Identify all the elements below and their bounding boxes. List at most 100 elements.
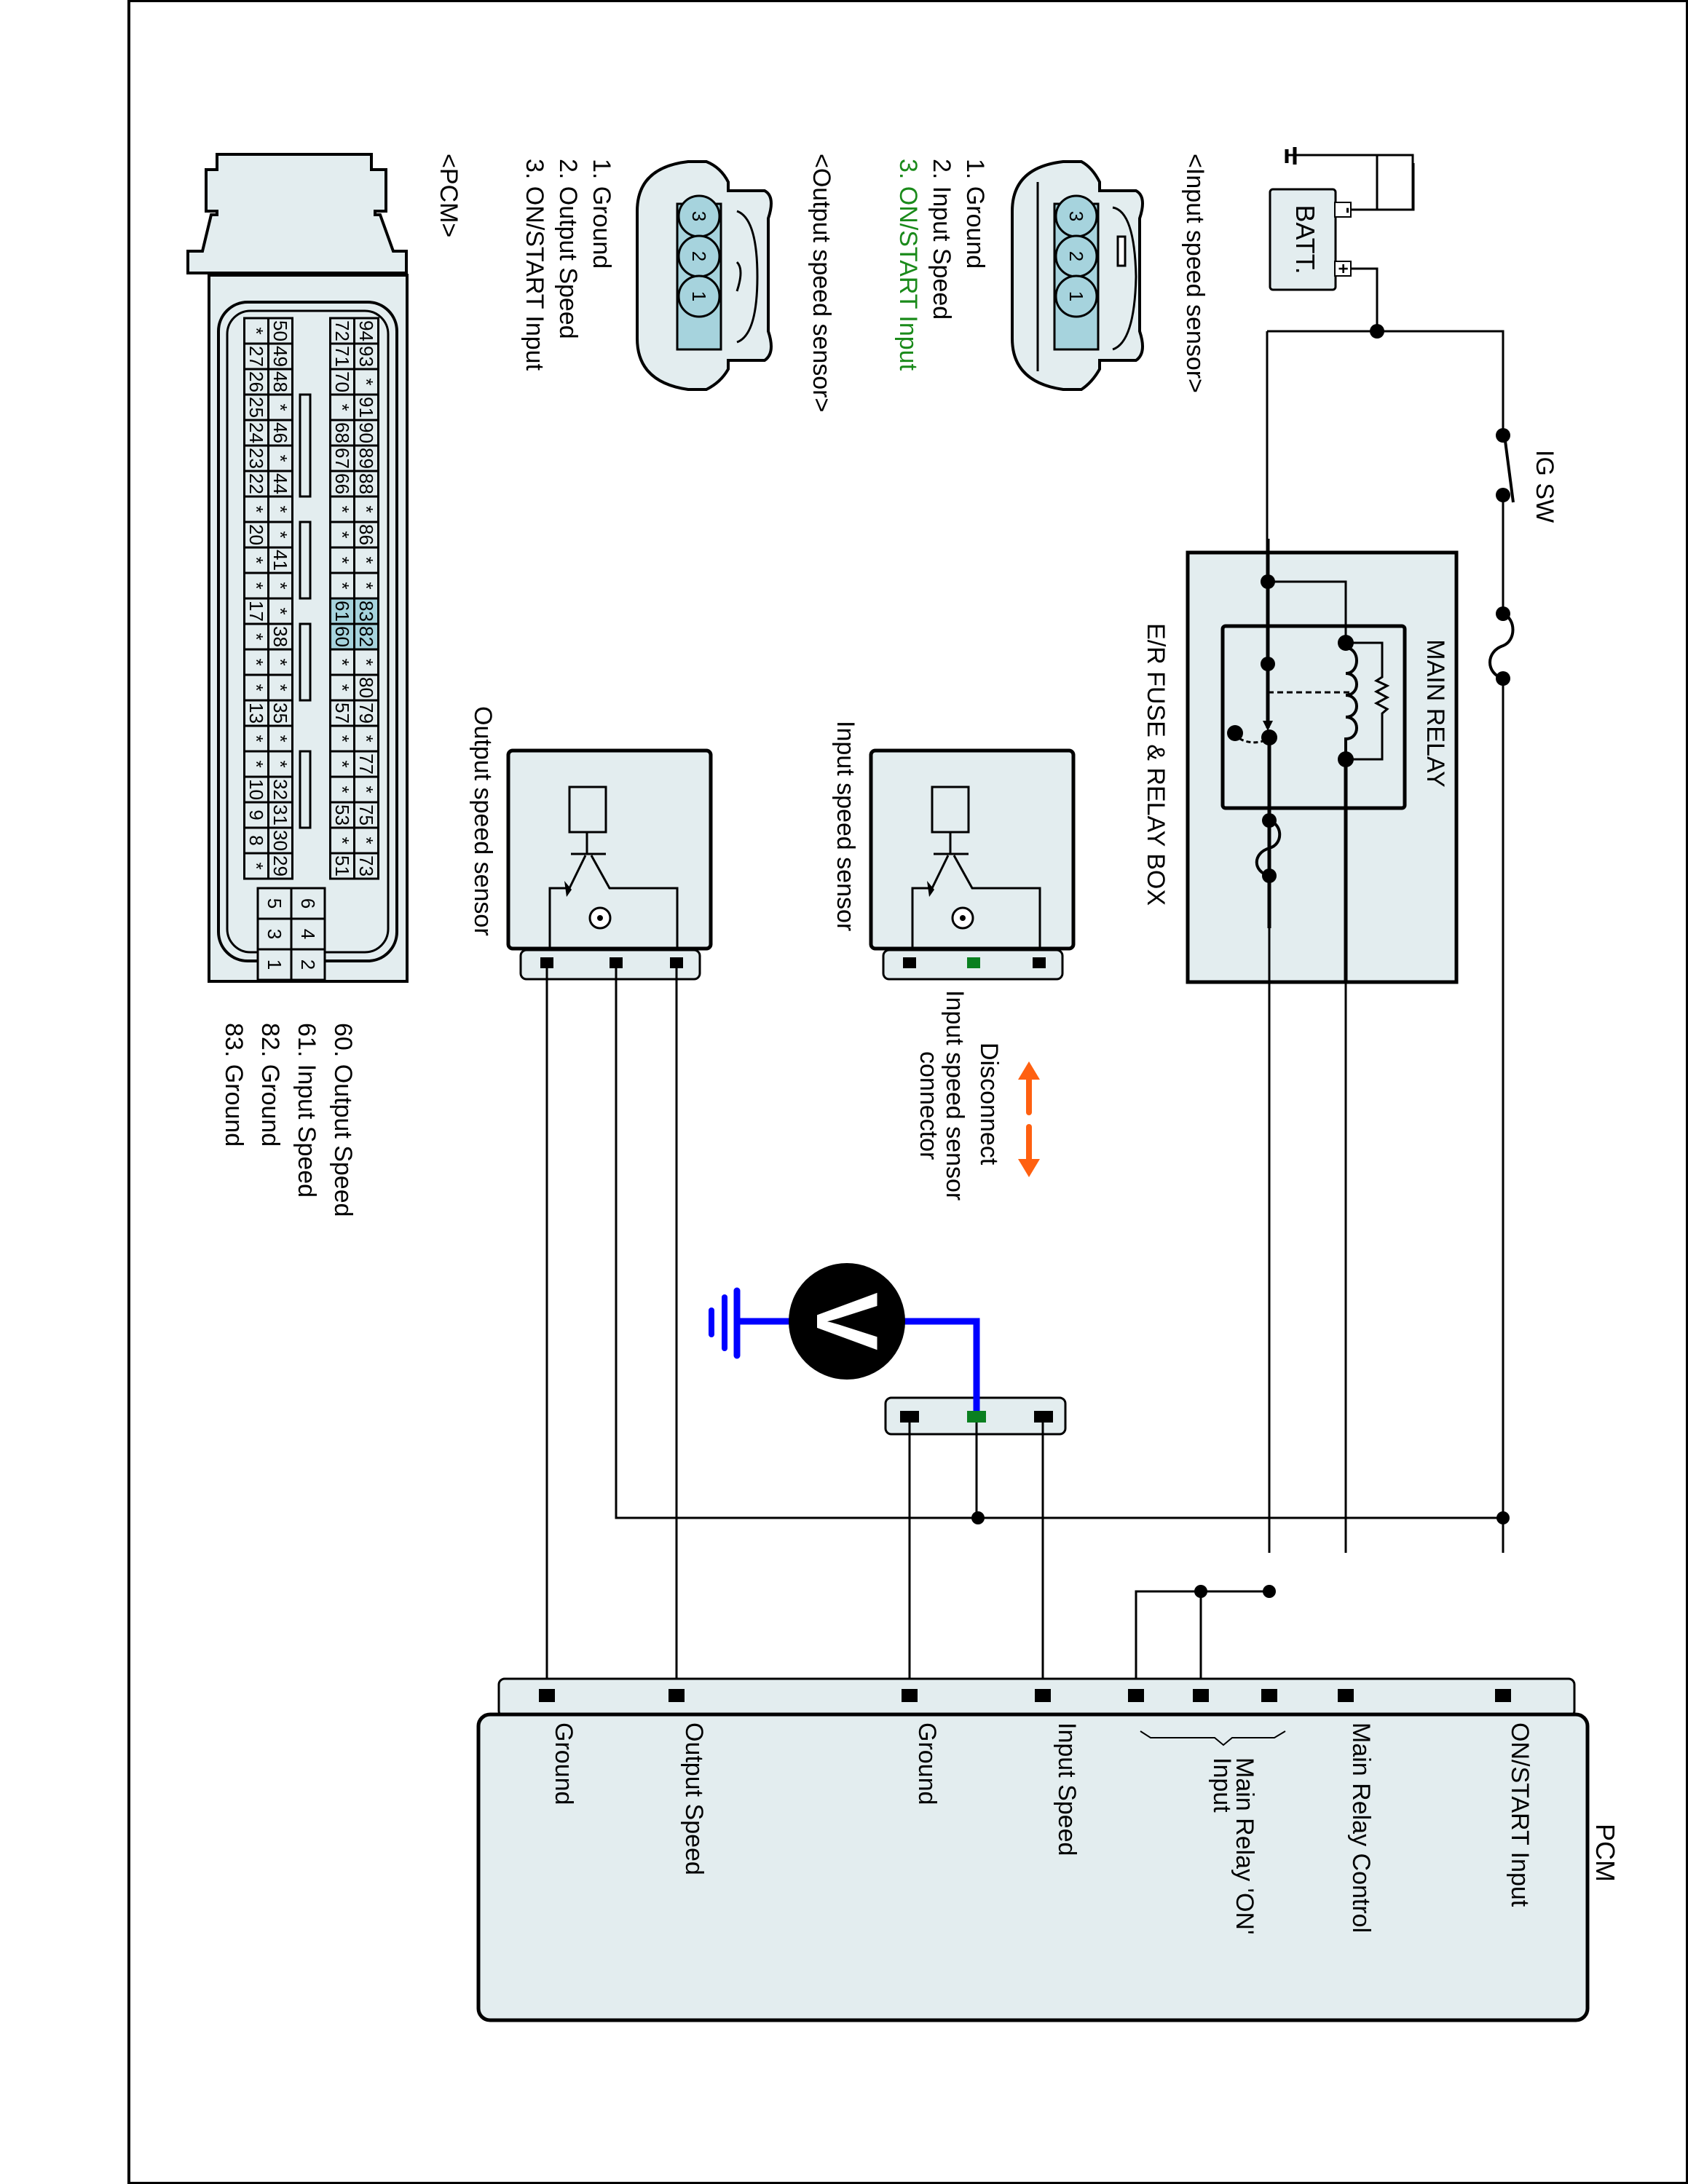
pcm-pin-label: * [245,327,267,334]
pcm-pin-label: * [331,505,353,513]
pcm-pin-label: * [269,403,291,411]
pcm-pin-label: 13 [245,703,267,724]
pcm-pin-label: * [331,658,353,665]
pcm-power-pin [256,917,293,951]
ground-symbol-icon [1285,147,1375,165]
output-sensor-power-wire [615,968,1503,1519]
pcm-pin-label: 41 [269,550,291,571]
pcm-pin-label: * [245,556,267,563]
relay-resistor-icon [1346,641,1390,761]
probe-wire [903,1318,980,1411]
voltmeter-symbol: V [798,1292,896,1350]
pcm-power-pin-label: 4 [297,929,319,939]
battery-neg-label: - [1338,207,1360,214]
pcm-power-pin-label: 6 [297,898,319,909]
pcm-pin [329,750,355,778]
voltmeter-icon [789,1263,905,1380]
pcm-pin [243,597,269,625]
pcm-terminal [902,1689,918,1702]
fuse-icon [1488,606,1515,686]
pcm-pin [329,724,355,753]
input-sensor-connector-view: 3 2 1 [1011,160,1144,391]
pcm-connector-title: <PCM> [435,154,462,237]
pcm-pin-label: 27 [245,346,267,367]
battery-pos-label: + [1333,264,1353,274]
pcm-pin-label: 89 [355,448,377,469]
pcm-pin-label: * [269,454,291,462]
pcm-pin-grid: 9493*91908988*86**8382*8079*77*75*737271… [243,317,379,880]
pcm-pin-label: 48 [269,371,291,392]
pcm-pin-label: 82 [355,626,377,647]
pcm-connector-view: 9493*91908988*86**8382*8079*77*75*737271… [186,153,409,983]
pcm-key-slot [299,750,312,829]
pcm-pin-label: 30 [269,830,291,851]
pcm-pin-label: 24 [245,422,267,443]
pcm-pin [329,546,355,574]
pin-label: 2 [688,251,710,261]
pcm-pin-label: 51 [331,855,353,877]
pcm-power-pin-label: 3 [264,929,285,939]
relay-box: MAIN RELAY E/R FUSE & RELAY BOX [1142,539,1459,984]
sensor-pin [903,957,916,968]
pcm-pin-label: * [331,684,353,691]
pcm-pin [243,470,269,498]
connector-legend-item: 1. Ground [961,159,989,269]
pcm-pin-label: * [269,505,291,513]
pcm-pin [329,852,355,880]
pcm-title: PCM [1590,1824,1620,1882]
pcm-terminal-label: Output Speed [680,1722,708,1875]
pcm-pin-label: * [331,556,353,563]
harness-pin [1034,1411,1053,1423]
pcm-pin [243,368,269,396]
pcm-pin-label: * [245,684,267,691]
connector-legend-item: 1. Ground [588,159,615,269]
harness-pin [900,1411,919,1423]
pcm-pin-label: 9 [245,810,267,820]
pcm-pin-label: 32 [269,779,291,800]
brace-icon [1140,1730,1286,1746]
pcm-pin-label: * [245,658,267,665]
pcm-pin-legend-item: 83. Ground [220,1023,248,1147]
harness-pin-tested [967,1411,986,1423]
disconnect-arrow-icon [1018,1061,1040,1177]
sensor-pin [670,957,683,968]
pcm-pin-label: * [331,582,353,589]
connector-legend-item: 2. Input Speed [928,159,955,320]
pcm-terminal [1193,1689,1209,1702]
junction-dot [971,1511,985,1524]
main-relay [1220,624,1407,810]
output-speed-sensor-label: Output speed sensor [469,706,497,936]
pcm-pin-label: * [245,862,267,869]
pcm-pin-label: 75 [355,804,377,826]
pcm-pin-label: 22 [245,473,267,494]
pcm-pin-label: 88 [355,473,377,494]
output-sensor-connector-title: <Output speed sensor> [808,154,835,412]
pcm-terminal-label: Ground [913,1722,941,1805]
pcm-pin-legend-item: 82. Ground [256,1023,284,1147]
pcm-pin-label: * [269,735,291,742]
pcm-pin [353,342,379,371]
pcm-pin-label: 23 [245,448,267,469]
pcm-terminal-label: Input Speed [1053,1722,1081,1856]
pcm-pin-label: 38 [269,626,291,647]
sensor-pin [540,957,553,968]
pcm-pin [267,673,293,702]
pcm-pin-label: * [355,556,377,563]
pcm-pin-label: * [269,684,291,691]
pcm-pin-label: 26 [245,371,267,392]
pcm-pin-label: 80 [355,677,377,698]
pcm-pin-label: * [331,786,353,793]
pcm-pin-label: * [355,786,377,793]
pcm-pin [243,622,269,651]
pcm-terminal-label: ON/START Input [1506,1722,1534,1907]
pcm-pin [243,317,269,345]
pcm-pin-label: 67 [331,448,353,469]
pcm-pin [243,852,269,880]
output-sensor-connector-view: 3 2 1 [636,160,773,391]
connector-legend-item-highlighted: 3. ON/START Input [894,159,922,371]
pcm-pin-label: 71 [331,346,353,367]
pcm-key-slot [299,393,312,498]
pcm-pin-label: * [355,582,377,589]
pcm-pin-label: * [355,658,377,665]
disconnect-note: Disconnect Input speed sensor connector [915,990,1040,1200]
